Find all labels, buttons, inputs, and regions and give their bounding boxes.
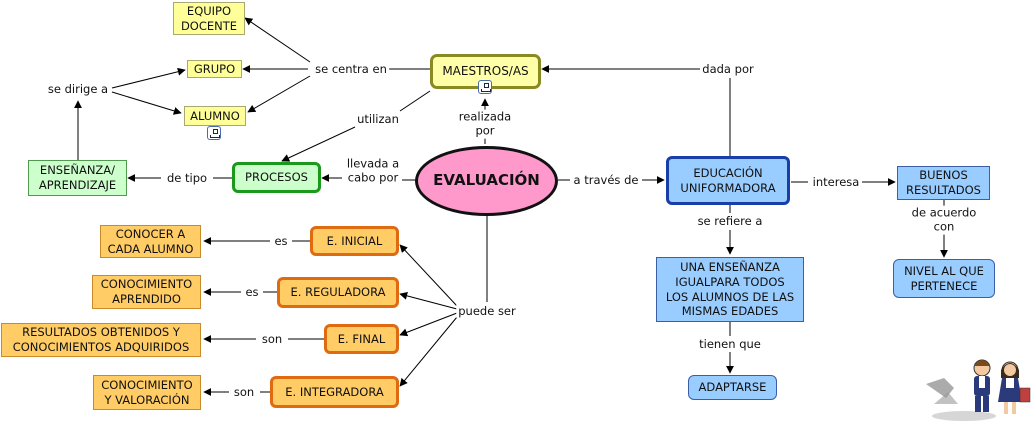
node-ensenanza-aprendizaje[interactable]: ENSEÑANZA/ APRENDIZAJE xyxy=(28,160,127,196)
node-evaluacion[interactable]: EVALUACIÓN xyxy=(415,146,558,216)
link-de-tipo: de tipo xyxy=(164,170,210,186)
arrow-to-procesos xyxy=(281,126,356,162)
line-maestros-utilizan xyxy=(399,90,431,112)
node-grupo[interactable]: GRUPO xyxy=(187,60,242,78)
node-e-inicial[interactable]: E. INICIAL xyxy=(310,226,399,256)
link-es-reguladora: es xyxy=(243,284,261,300)
link-se-dirige-a: se dirige a xyxy=(45,81,111,97)
arrow-to-einicial xyxy=(399,244,458,307)
link-tienen-que: tienen que xyxy=(697,336,763,352)
arrow-to-efinal xyxy=(399,312,458,337)
arrow-to-eintegradora xyxy=(399,316,458,387)
link-utilizan: utilizan xyxy=(355,111,401,127)
link-a-traves-de: a través de xyxy=(571,172,641,188)
node-equipo-docente[interactable]: EQUIPO DOCENTE xyxy=(173,2,245,35)
link-se-refiere-a: se refiere a xyxy=(695,213,765,229)
link-dada-por: dada por xyxy=(700,61,756,77)
sub-map-icon[interactable] xyxy=(207,126,221,140)
link-puede-ser: puede ser xyxy=(456,303,518,319)
node-buenos-resultados[interactable]: BUENOS RESULTADOS xyxy=(897,166,990,200)
arrow-to-equipo xyxy=(244,17,311,63)
node-una-ensenanza[interactable]: UNA ENSEÑANZA IGUALPARA TODOS LOS ALUMNO… xyxy=(656,257,804,322)
node-adaptarse[interactable]: ADAPTARSE xyxy=(688,375,777,400)
node-alumno[interactable]: ALUMNO xyxy=(184,106,246,126)
link-interesa: interesa xyxy=(810,174,862,190)
arrow-to-alumno xyxy=(247,75,311,113)
link-es-inicial: es xyxy=(272,233,290,249)
arrow-to-alumno-2 xyxy=(111,91,182,115)
node-conocimiento-aprendido[interactable]: CONOCIMIENTO APRENDIDO xyxy=(92,275,201,309)
link-son-integradora: son xyxy=(231,384,257,400)
link-llevada-a-cabo-por: llevada a cabo por xyxy=(344,156,402,186)
arrow-to-ereguladora xyxy=(399,291,458,310)
node-conocimiento-valoracion[interactable]: CONOCIMIENTO Y VALORACIÓN xyxy=(93,375,201,410)
arrow-to-grupo-2 xyxy=(111,67,186,89)
link-de-acuerdo-con: de acuerdo con xyxy=(898,205,990,235)
node-nivel[interactable]: NIVEL AL QUE PERTENECE xyxy=(893,259,995,298)
link-se-centra-en: se centra en xyxy=(313,61,389,77)
node-conocer-alumno[interactable]: CONOCER A CADA ALUMNO xyxy=(100,225,201,258)
link-realizada-por: realizada por xyxy=(456,109,514,139)
link-son-final: son xyxy=(259,331,285,347)
node-procesos[interactable]: PROCESOS xyxy=(232,162,321,193)
sub-map-icon[interactable] xyxy=(478,80,492,94)
children-clipart xyxy=(926,359,1031,421)
node-educacion-uniformadora[interactable]: EDUCACIÓN UNIFORMADORA xyxy=(666,156,790,205)
node-e-reguladora[interactable]: E. REGULADORA xyxy=(277,277,399,308)
node-resultados[interactable]: RESULTADOS OBTENIDOS Y CONOCIMIENTOS ADQ… xyxy=(1,323,201,357)
node-e-integradora[interactable]: E. INTEGRADORA xyxy=(270,376,399,408)
node-e-final[interactable]: E. FINAL xyxy=(324,324,399,354)
